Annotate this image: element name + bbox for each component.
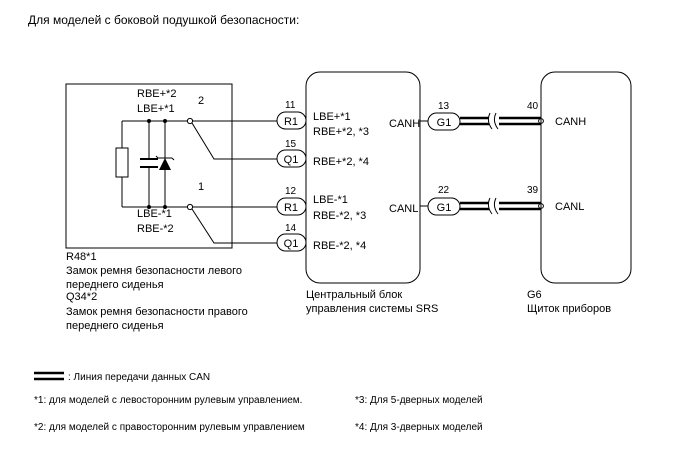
buckle-label-lbe-minus: LBE-*1 [137, 208, 172, 220]
srs-pin-15: 15 [285, 139, 297, 150]
buckle-box [65, 83, 233, 249]
buckle-label-rbe-plus: RBE+*2 [137, 88, 176, 100]
conn-r1-top: R1 [284, 116, 298, 128]
note-2: *2: для моделей с правосторонним рулевым… [34, 422, 305, 433]
srs-canl-label: CANL [389, 203, 418, 215]
svg-text:R48*1: R48*1 [66, 251, 97, 263]
instrument-cluster: CANH CANL G6 Щиток приборов [527, 71, 632, 315]
can-conn-g1-bottom: G1 [437, 202, 452, 214]
buckle-captions: R48*1 Замок ремня безопасности левого пе… [66, 251, 248, 332]
buckle-pin-2: 2 [198, 95, 204, 107]
svg-text:Замок ремня безопасности левог: Замок ремня безопасности левого [66, 265, 242, 277]
note-4: *4: Для 3-дверных моделей [355, 422, 483, 433]
diagram-title: Для моделей с боковой подушкой безопасно… [28, 13, 299, 27]
can-pin-13: 13 [438, 101, 450, 112]
srs-label-lbe-minus: LBE-*1 [313, 194, 348, 206]
can-conn-g1-top: G1 [437, 117, 452, 129]
conn-r1-bottom: R1 [284, 202, 298, 214]
can-pin-40: 40 [527, 101, 539, 112]
can-pin-22: 22 [438, 185, 450, 196]
buckle-label-lbe-plus: LBE+*1 [137, 103, 175, 115]
buckle-internal-circuit [115, 120, 190, 208]
svg-text:переднего сиденья: переднего сиденья [66, 279, 164, 291]
note-1: *1: для моделей с левосторонним рулевым … [34, 395, 302, 406]
srs-caption-2: управления системы SRS [306, 303, 438, 315]
srs-label-rbe-plus-4: RBE+*2, *4 [313, 156, 369, 168]
meter-canh-label: CANH [555, 116, 586, 128]
srs-central-unit: LBE+*1 RBE+*2, *3 RBE+*2, *4 LBE-*1 RBE-… [305, 71, 438, 315]
note-3: *3: Для 5-дверных моделей [355, 395, 483, 406]
diode-symbol [159, 158, 171, 170]
srs-label-rbe-minus-3: RBE-*2, *3 [313, 210, 366, 222]
can-pin-39: 39 [527, 185, 539, 196]
svg-text:Q34*2: Q34*2 [66, 291, 97, 303]
meter-caption-2: Щиток приборов [527, 303, 611, 315]
meter-caption-1: G6 [527, 289, 542, 301]
buckle-wires [191, 120, 277, 244]
srs-pin-12: 12 [285, 186, 297, 197]
conn-q1-bottom: Q1 [284, 238, 299, 250]
svg-text:переднего сиденья: переднего сиденья [66, 320, 164, 332]
srs-canh-label: CANH [389, 118, 420, 130]
srs-label-rbe-minus-4: RBE-*2, *4 [313, 240, 366, 252]
can-lines: G1 13 40 G1 22 39 [420, 101, 544, 216]
svg-text:Замок ремня безопасности право: Замок ремня безопасности правого [66, 306, 248, 318]
legend: : Линия передачи данных CAN [34, 371, 210, 383]
buckle-label-rbe-minus: RBE-*2 [137, 223, 174, 235]
srs-label-rbe-plus-3: RBE+*2, *3 [313, 126, 369, 138]
conn-q1-top: Q1 [284, 154, 299, 166]
resistor-symbol [115, 147, 129, 178]
seat-belt-buckle-component: RBE+*2 LBE+*1 LBE-*1 RBE-*2 2 1 [65, 83, 233, 249]
meter-canl-label: CANL [555, 201, 584, 213]
srs-left-connectors: R1 Q1 R1 Q1 11 15 12 14 [276, 100, 307, 252]
legend-can-text: : Линия передачи данных CAN [68, 372, 210, 383]
srs-label-lbe-plus: LBE+*1 [313, 111, 351, 123]
srs-pin-11: 11 [285, 100, 296, 111]
footnotes: *1: для моделей с левосторонним рулевым … [34, 395, 483, 433]
buckle-pin-1: 1 [198, 181, 204, 193]
srs-pin-14: 14 [285, 223, 297, 234]
srs-caption-1: Центральный блок [306, 289, 402, 301]
